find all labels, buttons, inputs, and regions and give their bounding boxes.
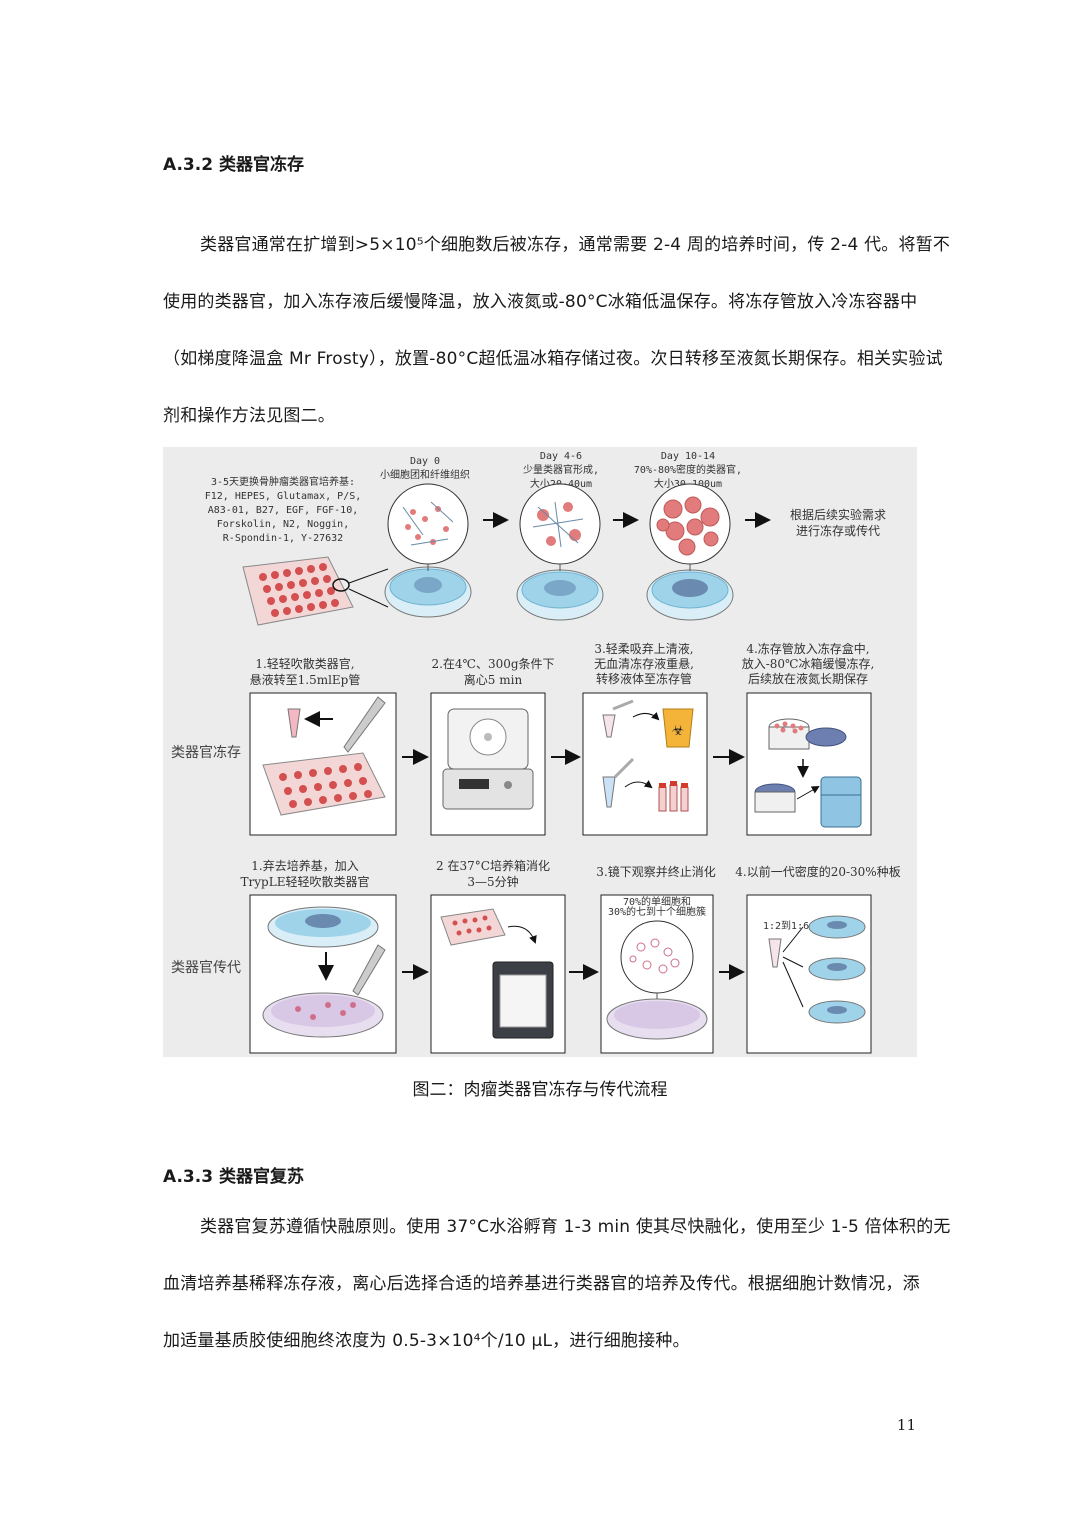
svg-text:Day 10-14: Day 10-14 <box>661 451 715 462</box>
media-text: 3-5天更换骨肿瘤类器官培养基: F12, HEPES, Glutamax, P… <box>205 475 362 544</box>
svg-text:3.轻柔吸弃上清液,: 3.轻柔吸弃上清液, <box>594 641 693 656</box>
svg-text:进行冻存或传代: 进行冻存或传代 <box>796 523 880 538</box>
svg-text:1.轻轻吹散类器官,: 1.轻轻吹散类器官, <box>255 656 354 671</box>
freeze-row-label: 类器官冻存 <box>171 744 241 761</box>
dish-and-pipette-icon <box>262 906 386 1038</box>
petri-dish-icons <box>384 564 734 621</box>
svg-text:☣: ☣ <box>672 723 685 739</box>
paragraph-line: 加适量基质胶使细胞终浓度为 0.5-3×10⁴个/10 μL，进行细胞接种。 <box>163 1331 690 1351</box>
centrifuge-icon <box>442 708 534 810</box>
svg-text:2 在37°C培养箱消化: 2 在37°C培养箱消化 <box>436 858 550 873</box>
svg-text:70%-80%密度的类器官,: 70%-80%密度的类器官, <box>634 463 742 476</box>
section-heading-freeze: A.3.2 类器官冻存 <box>163 155 304 175</box>
passage-step-labels: 1.弃去培养基，加入 TrypLE轻轻吹散类器官 2 在37°C培养箱消化 3—… <box>241 858 901 889</box>
incubator-icon <box>440 908 554 1039</box>
svg-text:F12, HEPES, Glutamax, P/S,: F12, HEPES, Glutamax, P/S, <box>205 491 362 502</box>
svg-text:Forskolin, N2, Noggin,: Forskolin, N2, Noggin, <box>217 519 349 530</box>
svg-text:3—5分钟: 3—5分钟 <box>467 874 518 889</box>
paragraph-line: 使用的类器官，加入冻存液后缓慢降温，放入液氮或-80°C冰箱低温保存。将冻存管放… <box>163 292 918 312</box>
freezer-box-icon <box>754 718 862 828</box>
paragraph-recovery: 类器官复苏遵循快融原则。使用 37°C水浴孵育 1-3 min 使其尽快融化，使… <box>163 1199 951 1370</box>
svg-text:4.以前一代密度的20-30%种板: 4.以前一代密度的20-30%种板 <box>735 864 900 879</box>
figure-caption: 图二：肉瘤类器官冻存与传代流程 <box>412 1080 668 1100</box>
organoid-circle-day10 <box>649 483 731 565</box>
svg-text:R-Spondin-1, Y-27632: R-Spondin-1, Y-27632 <box>223 533 343 544</box>
microscope-view-icon: 70%的单细胞和 30%的七到十个细胞簇 <box>606 895 708 1040</box>
day-labels: Day 0 小细胞团和纤维组织 Day 4-6 少量类器官形成, 大小20-40… <box>380 451 742 490</box>
svg-text:悬液转至1.5mlEp管: 悬液转至1.5mlEp管 <box>250 672 361 687</box>
svg-text:根据后续实验需求: 根据后续实验需求 <box>790 507 886 522</box>
well-plate-icon <box>242 556 389 626</box>
svg-text:A83-01, B27, EGF, FGF-10,: A83-01, B27, EGF, FGF-10, <box>208 505 359 516</box>
svg-text:2.在4℃、300g条件下: 2.在4℃、300g条件下 <box>431 657 554 671</box>
paragraph-line: 剂和操作方法见图二。 <box>163 406 335 426</box>
svg-text:Day 4-6: Day 4-6 <box>540 451 582 462</box>
tube-and-plate-icon <box>262 696 386 816</box>
paragraph-line: 类器官复苏遵循快融原则。使用 37°C水浴孵育 1-3 min 使其尽快融化，使… <box>200 1217 951 1237</box>
svg-text:1:2到1:6: 1:2到1:6 <box>763 920 809 932</box>
replating-icon: 1:2到1:6 <box>763 915 866 1024</box>
svg-text:70%的单细胞和: 70%的单细胞和 <box>623 895 691 908</box>
svg-text:无血清冻存液重悬,: 无血清冻存液重悬, <box>594 656 694 671</box>
page-number: 11 <box>896 1416 916 1434</box>
organoid-circle-day4 <box>519 483 601 565</box>
svg-text:后续放在液氮长期保存: 后续放在液氮长期保存 <box>748 671 868 686</box>
svg-text:小细胞团和纤维组织: 小细胞团和纤维组织 <box>380 468 470 481</box>
paragraph-line: 类器官通常在扩增到>5×10⁵个细胞数后被冻存，通常需要 2-4 周的培养时间，… <box>200 235 951 255</box>
freeze-step-labels: 1.轻轻吹散类器官, 悬液转至1.5mlEp管 2.在4℃、300g条件下 离心… <box>250 641 875 687</box>
svg-text:1.弃去培养基，加入: 1.弃去培养基，加入 <box>251 858 358 873</box>
paragraph-line: 血清培养基稀释冻存液，离心后选择合适的培养基进行类器官的培养及传代。根据细胞计数… <box>163 1274 920 1294</box>
final-note: 根据后续实验需求 进行冻存或传代 <box>790 507 886 538</box>
pipette-and-biohazard-icon: ☣ <box>602 699 694 812</box>
paragraph-line: （如梯度降温盒 Mr Frosty），放置-80°C超低温冰箱存储过夜。次日转移… <box>163 349 943 369</box>
organoid-circle-day0 <box>387 483 469 565</box>
svg-text:放入-80℃冰箱缓慢冻存,: 放入-80℃冰箱缓慢冻存, <box>742 656 875 671</box>
figure-workflow: 3-5天更换骨肿瘤类器官培养基: F12, HEPES, Glutamax, P… <box>163 447 917 1057</box>
svg-text:3-5天更换骨肿瘤类器官培养基:: 3-5天更换骨肿瘤类器官培养基: <box>211 475 355 488</box>
svg-text:少量类器官形成,: 少量类器官形成, <box>523 463 599 476</box>
svg-text:转移液体至冻存管: 转移液体至冻存管 <box>596 671 692 686</box>
svg-text:30%的七到十个细胞簇: 30%的七到十个细胞簇 <box>608 905 706 918</box>
paragraph-freeze: 类器官通常在扩增到>5×10⁵个细胞数后被冻存，通常需要 2-4 周的培养时间，… <box>163 217 951 445</box>
svg-text:Day 0: Day 0 <box>410 456 440 467</box>
svg-text:3.镜下观察并终止消化: 3.镜下观察并终止消化 <box>596 864 715 879</box>
svg-text:TrypLE轻轻吹散类器官: TrypLE轻轻吹散类器官 <box>241 874 370 889</box>
section-heading-recovery: A.3.3 类器官复苏 <box>163 1167 304 1187</box>
passage-row-label: 类器官传代 <box>171 960 241 976</box>
svg-text:4.冻存管放入冻存盒中,: 4.冻存管放入冻存盒中, <box>746 641 869 656</box>
svg-text:离心5 min: 离心5 min <box>464 672 523 687</box>
